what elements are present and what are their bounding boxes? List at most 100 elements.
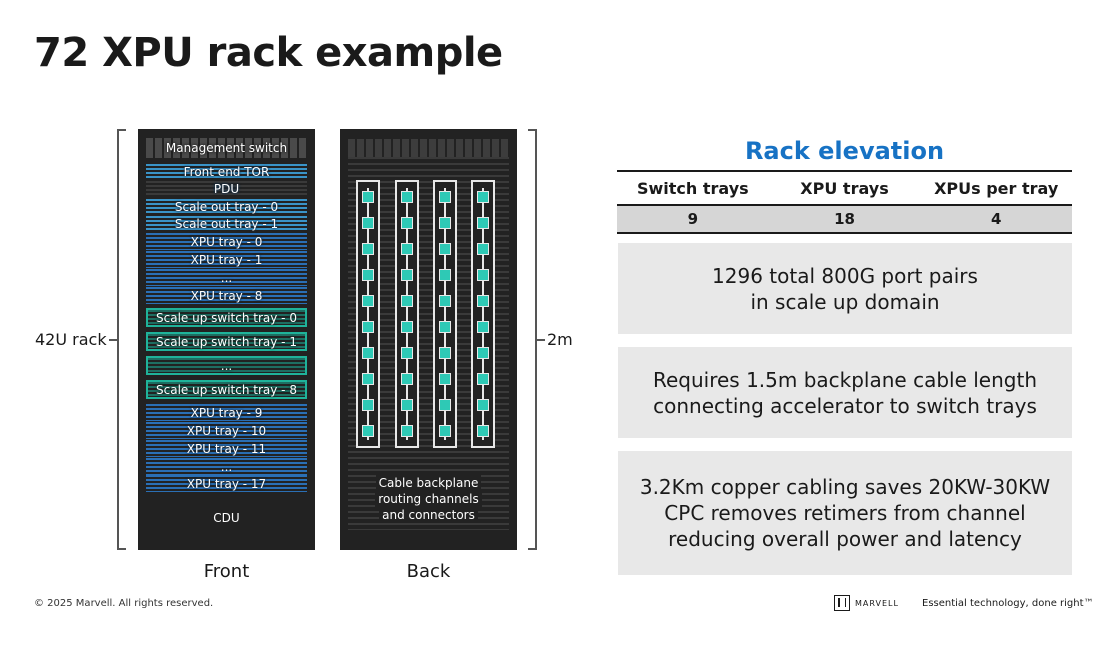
front-end-tor-label: Front end TOR [183,165,270,179]
connector-node [362,217,374,229]
connector-node [477,373,489,385]
scale-out-tray-0-label: Scale out tray - 0 [174,200,279,214]
back-label-line-3: and connectors [379,507,478,523]
scale-up-switch-tray-ellipsis-slot: ... [146,356,307,375]
scale-out-tray-0-slot: Scale out tray - 0 [146,199,307,215]
rack-size-tick [537,339,545,341]
scale-up-switch-tray-0-label: Scale up switch tray - 0 [156,310,297,325]
header-xpus-per-tray: XPUs per tray [934,178,1059,198]
connector-node [477,295,489,307]
scale-out-tray-1-slot: Scale out tray - 1 [146,216,307,232]
connector-node [439,425,451,437]
back-label-line-2: routing channels [375,491,482,507]
front-end-tor-slot: Front end TOR [146,164,307,180]
table-header-row: Switch trays XPU trays XPUs per tray [617,170,1072,204]
rack-height-label: 42U rack [35,330,107,349]
management-switch-label: Management switch [165,141,288,155]
connector-node [401,347,413,359]
xpu-tray-9-slot: XPU tray - 9 [146,404,307,421]
connector-node [362,191,374,203]
value-xpus-per-tray: 4 [990,210,1002,228]
connector-node [477,243,489,255]
back-label: Cable backplane routing channels and con… [340,475,517,523]
backplane-channel [356,180,380,448]
xpu-tray-ellipsis-bottom-slot: ... [146,458,307,475]
marvell-logo-icon [834,595,850,611]
scale-up-switch-tray-1-slot: Scale up switch tray - 1 [146,332,307,351]
connector-node [439,399,451,411]
connector-node [477,191,489,203]
xpu-tray-11-label: XPU tray - 11 [186,441,267,456]
connector-node [439,295,451,307]
front-caption: Front [203,561,250,582]
pdu-slot: PDU [146,181,307,197]
backplane-channel [471,180,495,448]
back-top-panel [348,139,509,157]
marvell-logo: MARVELL [834,595,899,611]
channel-cable [367,188,369,440]
back-rack: Cable backplane routing channels and con… [340,129,517,550]
xpu-tray-1-label: XPU tray - 1 [190,252,263,267]
backplane-channel [395,180,419,448]
tagline: Essential technology, done right™ [922,598,1094,609]
connector-node [362,269,374,281]
scale-up-switch-tray-8-slot: Scale up switch tray - 8 [146,380,307,399]
value-switch-trays: 9 [687,210,699,228]
connector-node [401,295,413,307]
xpu-tray-0-label: XPU tray - 0 [190,234,263,249]
connector-node [439,347,451,359]
cdu-label: CDU [213,511,240,525]
xpu-tray-10-slot: XPU tray - 10 [146,422,307,439]
connector-node [477,399,489,411]
connector-node [362,295,374,307]
xpu-tray-8-label: XPU tray - 8 [190,288,263,303]
connector-node [401,269,413,281]
management-switch-slot: Management switch [146,138,307,158]
connector-node [401,399,413,411]
connector-node [401,243,413,255]
xpu-tray-11-slot: XPU tray - 11 [146,440,307,457]
scale-up-switch-tray-ellipsis: ... [220,358,233,373]
connector-node [439,373,451,385]
channel-cable [482,188,484,440]
connector-node [439,269,451,281]
rack-size-bracket [528,129,537,550]
copyright: © 2025 Marvell. All rights reserved. [34,598,214,609]
xpu-tray-17-label: XPU tray - 17 [186,476,267,491]
connector-node [477,321,489,333]
back-caption: Back [406,561,451,582]
connector-node [362,425,374,437]
info-box-1-line-2: in scale up domain [750,289,940,314]
info-box-2-line-2: connecting accelerator to switch trays [653,393,1037,418]
connector-node [439,217,451,229]
info-box-2-line-1: Requires 1.5m backplane cable length [652,367,1038,392]
backplane-channel [433,180,457,448]
scale-out-tray-1-label: Scale out tray - 1 [174,217,279,231]
back-label-line-1: Cable backplane [375,475,482,491]
connector-node [401,373,413,385]
info-box-3-line-2: CPC removes retimers from channel [664,501,1026,525]
info-box-1-line-1: 1296 total 800G port pairs [712,263,978,288]
xpu-tray-0-slot: XPU tray - 0 [146,233,307,250]
rack-elevation-table: Switch trays XPU trays XPUs per tray 9 1… [617,170,1072,234]
connector-node [439,243,451,255]
connector-node [362,399,374,411]
scale-up-switch-tray-1-label: Scale up switch tray - 1 [156,334,297,349]
connector-node [401,217,413,229]
rack-height-bracket [117,129,126,550]
rack-height-tick [109,339,117,341]
info-box-copper-cabling: 3.2Km copper cabling saves 20KW-30KW CPC… [618,451,1072,575]
connector-node [477,269,489,281]
front-rack: Management switch Front end TOR PDU Scal… [138,129,315,550]
connector-node [439,321,451,333]
info-box-port-pairs: 1296 total 800G port pairs in scale up d… [618,243,1072,334]
connector-node [401,425,413,437]
scale-up-switch-tray-8-label: Scale up switch tray - 8 [156,382,297,397]
connector-node [477,347,489,359]
connector-node [401,321,413,333]
rack-elevation-heading: Rack elevation [744,137,945,165]
xpu-tray-1-slot: XPU tray - 1 [146,251,307,268]
connector-node [362,321,374,333]
page-title: 72 XPU rack example [34,30,503,76]
xpu-tray-8-slot: XPU tray - 8 [146,287,307,304]
